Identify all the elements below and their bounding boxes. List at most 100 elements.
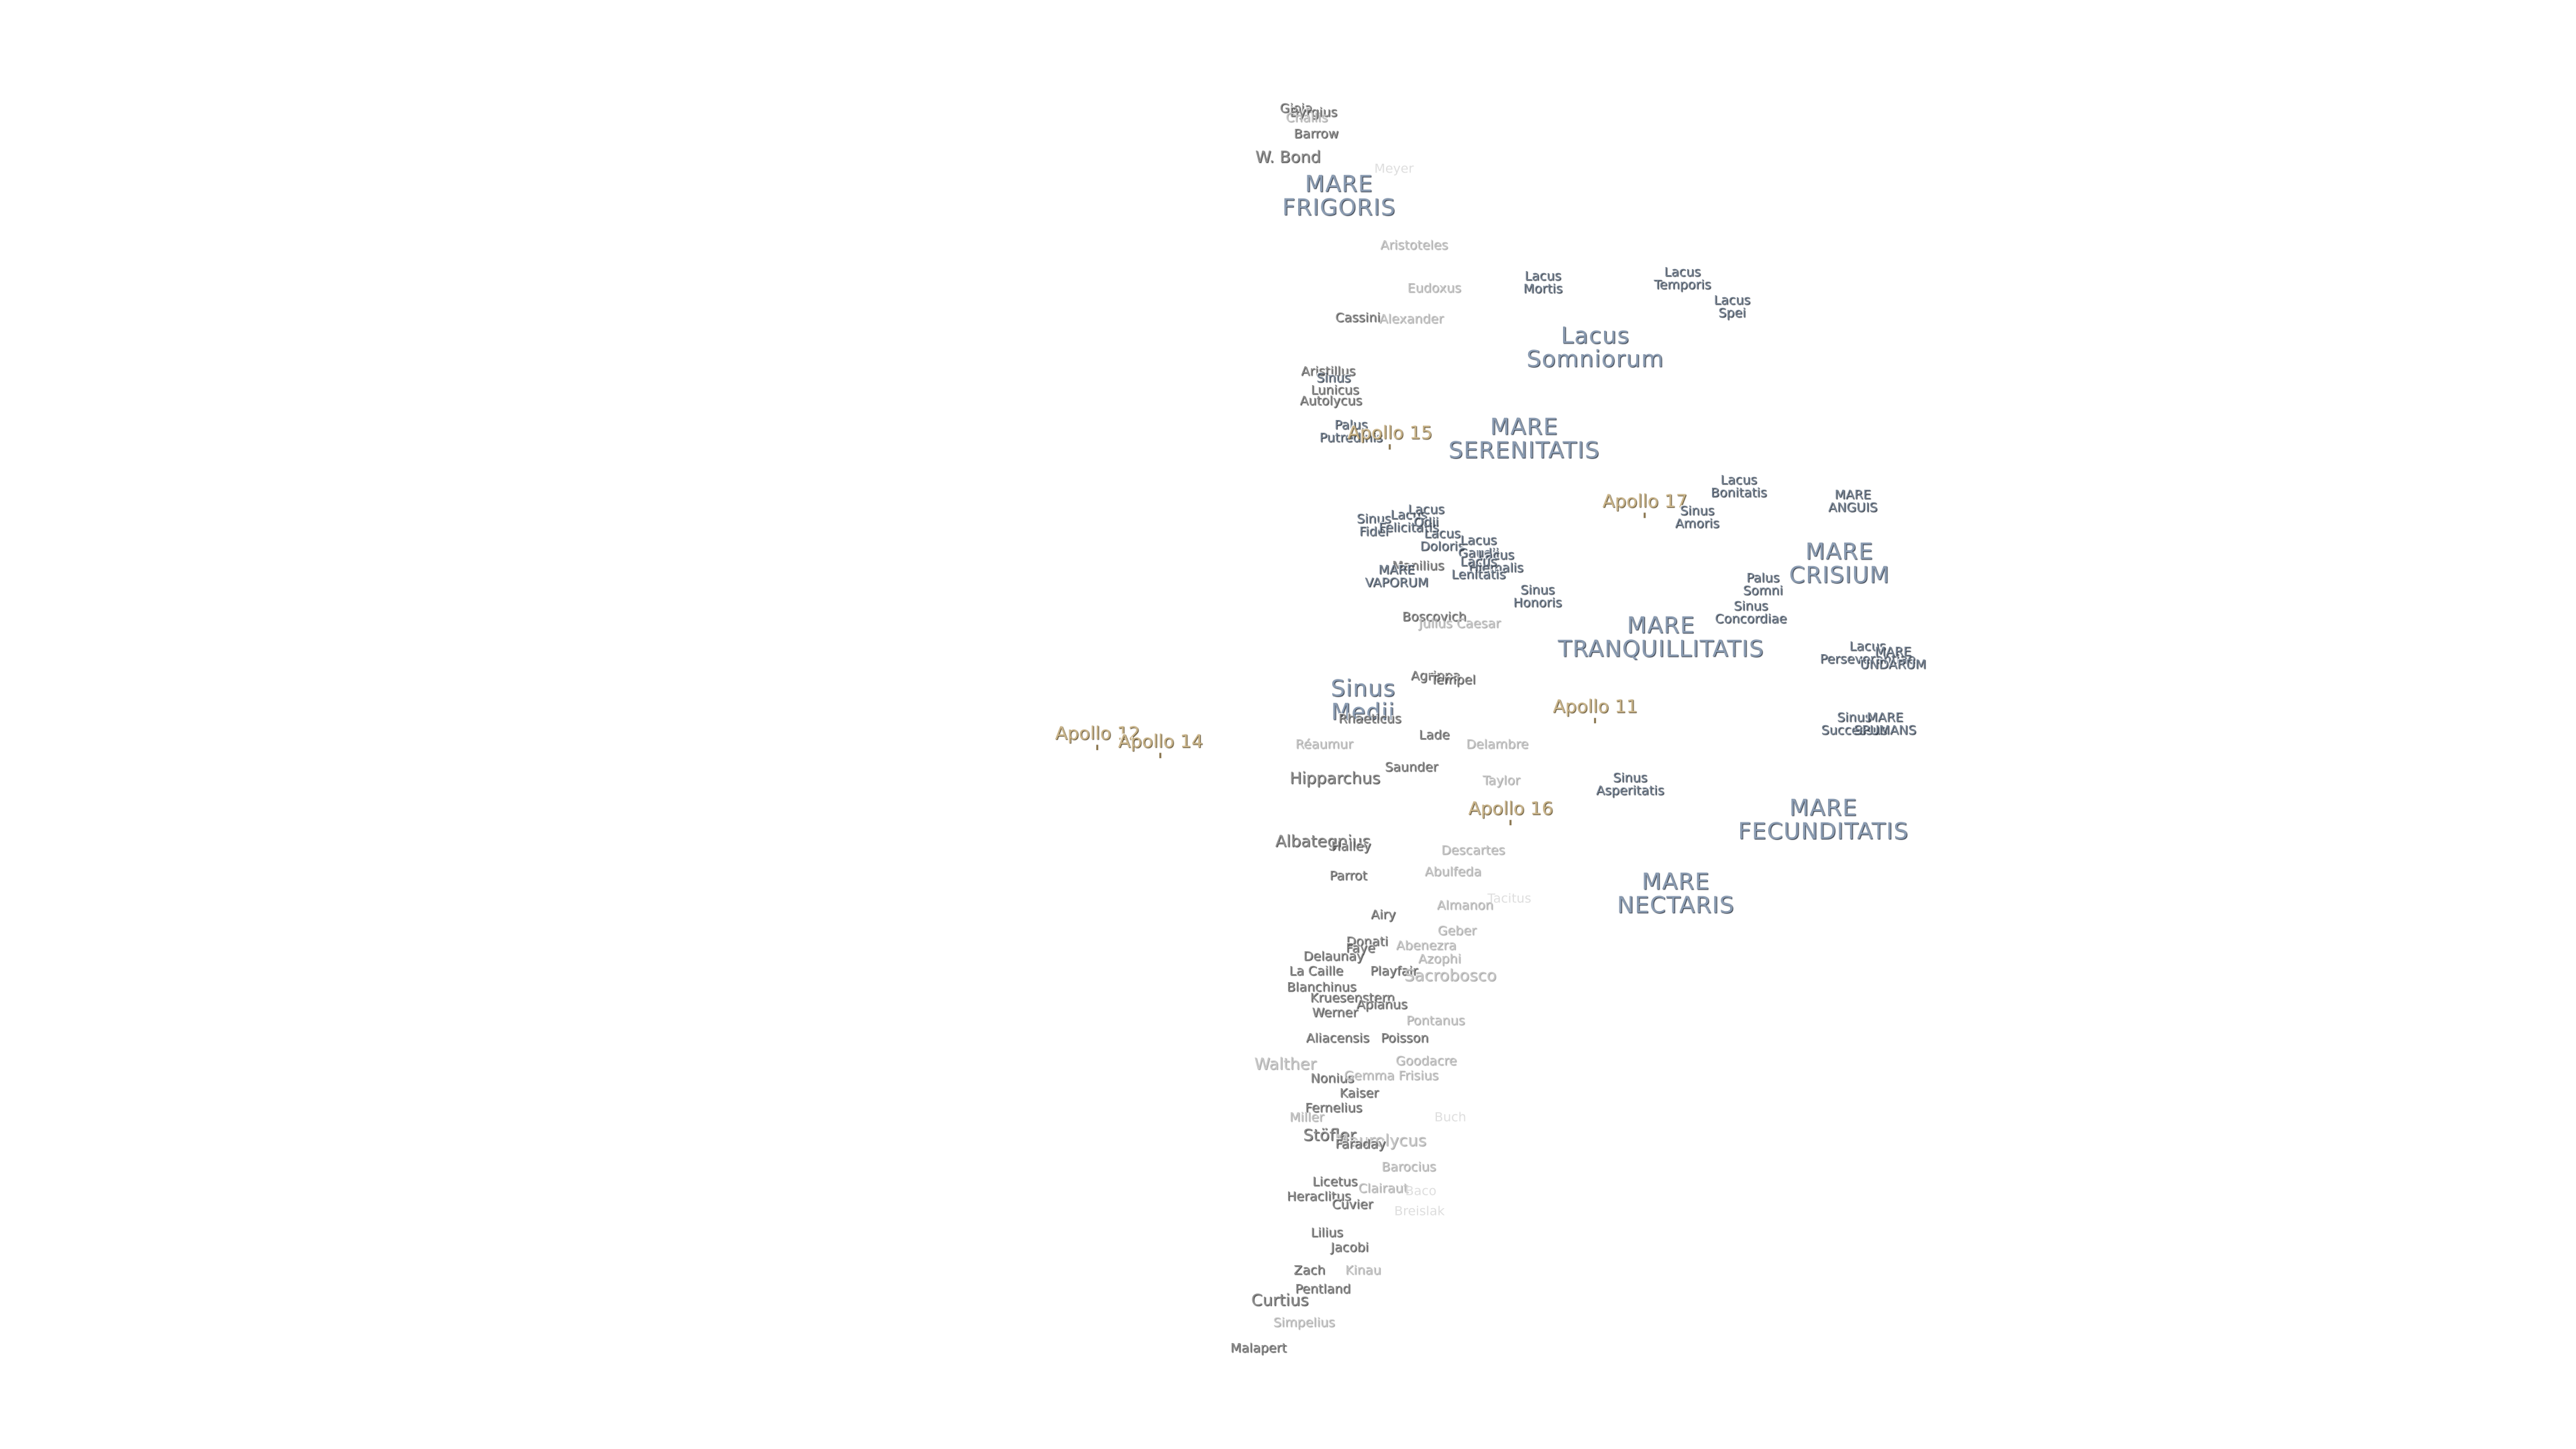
lacus-label-lacus-perseverantiae[interactable]: Lacus Perseverantiae	[1819, 639, 1916, 667]
crater-label-simpelius[interactable]: Simpelius	[1273, 1315, 1336, 1330]
crater-label-geber[interactable]: Geber	[1438, 923, 1477, 938]
crater-label-goodacre[interactable]: Goodacre	[1395, 1053, 1457, 1069]
crater-label-lade[interactable]: Lade	[1419, 727, 1450, 743]
crater-label-jacobi[interactable]: Jacobi	[1330, 1240, 1369, 1255]
lacus-label-sinus-concordiae[interactable]: Sinus Concordiae	[1715, 598, 1787, 627]
crater-label-licetus[interactable]: Licetus	[1312, 1174, 1358, 1189]
crater-label-meyer[interactable]: Meyer	[1374, 161, 1414, 176]
apollo-label-apollo-16[interactable]: Apollo 16	[1468, 798, 1554, 820]
crater-label-hipparchus[interactable]: Hipparchus	[1289, 768, 1381, 788]
crater-label-werner[interactable]: Werner	[1311, 1005, 1358, 1020]
apollo-label-apollo-15[interactable]: Apollo 15	[1347, 423, 1433, 444]
crater-label-gemma-frisius[interactable]: Gemma Frisius	[1344, 1068, 1439, 1083]
crater-label-kruesenstern[interactable]: Kruesenstern	[1309, 990, 1395, 1006]
crater-label-cuvier[interactable]: Cuvier	[1332, 1197, 1373, 1212]
crater-label-aristoteles[interactable]: Aristoteles	[1380, 237, 1448, 253]
crater-label-playfair[interactable]: Playfair	[1370, 963, 1418, 979]
crater-label-kaiser[interactable]: Kaiser	[1339, 1085, 1379, 1101]
lacus-label-lacus-felicitatis[interactable]: Lacus Felicitatis	[1379, 507, 1439, 535]
crater-label-st-fler[interactable]: Stöfler	[1303, 1125, 1356, 1144]
crater-label-cassini[interactable]: Cassini	[1335, 310, 1381, 325]
crater-label-malapert[interactable]: Malapert	[1230, 1340, 1287, 1356]
crater-label-halley[interactable]: Halley	[1331, 839, 1371, 854]
crater-label-kinau[interactable]: Kinau	[1345, 1263, 1381, 1278]
crater-label-parrot[interactable]: Parrot	[1329, 868, 1368, 883]
crater-label-donati[interactable]: Donati	[1346, 934, 1389, 949]
crater-label-aristillus[interactable]: Aristillus	[1301, 364, 1356, 379]
crater-label-azophi[interactable]: Azophi	[1418, 951, 1461, 967]
lacus-label-sinus-asperitatis[interactable]: Sinus Asperitatis	[1596, 770, 1664, 798]
crater-label-clairaut[interactable]: Clairaut	[1358, 1181, 1409, 1196]
lacus-label-mare-vaporum[interactable]: MARE VAPORUM	[1364, 562, 1429, 590]
crater-label-buch[interactable]: Buch	[1434, 1110, 1466, 1125]
crater-label-barrow[interactable]: Barrow	[1293, 126, 1339, 142]
crater-label-barocius[interactable]: Barocius	[1381, 1159, 1436, 1175]
crater-label-challis[interactable]: Challis	[1285, 110, 1328, 125]
crater-label-nonius[interactable]: Nonius	[1310, 1071, 1354, 1086]
lacus-label-lacus-lenitatis[interactable]: Lacus Lenitatis	[1451, 554, 1506, 582]
crater-label-pontanus[interactable]: Pontanus	[1406, 1013, 1465, 1028]
mare-label-mare-frigoris[interactable]: MARE FRIGORIS	[1282, 170, 1396, 221]
crater-label-la-caille[interactable]: La Caille	[1289, 963, 1344, 979]
crater-label-delaunay[interactable]: Delaunay	[1303, 949, 1364, 964]
crater-label-poisson[interactable]: Poisson	[1381, 1030, 1429, 1046]
crater-label-descartes[interactable]: Descartes	[1441, 843, 1505, 858]
crater-label-curtius[interactable]: Curtius	[1251, 1290, 1309, 1309]
lacus-label-palus-somni[interactable]: Palus Somni	[1743, 570, 1783, 598]
crater-label-heraclitus[interactable]: Heraclitus	[1287, 1189, 1351, 1204]
mare-label-mare-nectaris[interactable]: MARE NECTARIS	[1617, 868, 1735, 918]
crater-label-abulfeda[interactable]: Abulfeda	[1424, 864, 1482, 879]
mare-label-mare-tranquillitatis[interactable]: MARE TRANQUILLITATIS	[1558, 612, 1764, 662]
mare-label-mare-fecunditatis[interactable]: MARE FECUNDITATIS	[1737, 794, 1909, 845]
crater-label-tacitus[interactable]: Tacitus	[1487, 891, 1532, 906]
crater-label-zach[interactable]: Zach	[1293, 1263, 1326, 1278]
mare-label-mare-crisium[interactable]: MARE CRISIUM	[1788, 538, 1890, 588]
apollo-label-apollo-14[interactable]: Apollo 14	[1118, 731, 1203, 753]
crater-label-aliacensis[interactable]: Aliacensis	[1305, 1030, 1370, 1046]
crater-label-autolycus[interactable]: Autolycus	[1299, 393, 1362, 409]
mare-label-sinus-medii[interactable]: Sinus Medii	[1330, 675, 1396, 725]
lacus-label-mare-anguis[interactable]: MARE ANGUIS	[1828, 487, 1878, 515]
crater-label-albategnius[interactable]: Albategnius	[1275, 831, 1371, 851]
lacus-label-lacus-bonitatis[interactable]: Lacus Bonitatis	[1711, 472, 1767, 500]
lacus-label-sinus-fidei[interactable]: Sinus Fidei	[1356, 511, 1391, 539]
crater-label-gioja[interactable]: Gioja	[1279, 101, 1313, 116]
crater-label-apianus[interactable]: Apianus	[1356, 997, 1407, 1012]
crater-label-faraday[interactable]: Faraday	[1335, 1136, 1386, 1152]
crater-label-pentland[interactable]: Pentland	[1295, 1281, 1351, 1297]
apollo-label-apollo-11[interactable]: Apollo 11	[1552, 696, 1638, 718]
lacus-label-lacus-gaudii[interactable]: Lacus Gaudii	[1458, 533, 1499, 561]
lacus-label-mare-spumans[interactable]: MARE SPUMANS	[1854, 710, 1917, 738]
crater-label-maurolycus[interactable]: Maurolycus	[1334, 1130, 1427, 1150]
crater-label-manilius[interactable]: Manilius	[1392, 558, 1444, 574]
apollo-label-apollo-17[interactable]: Apollo 17	[1602, 491, 1688, 513]
crater-label-eudoxus[interactable]: Eudoxus	[1407, 280, 1462, 296]
crater-label-almanon[interactable]: Almanon	[1436, 898, 1494, 913]
lacus-label-lacus-spei[interactable]: Lacus Spei	[1713, 292, 1751, 321]
crater-label-julius-caesar[interactable]: Julius Caesar	[1418, 616, 1501, 631]
crater-label-abenezra[interactable]: Abenezra	[1396, 938, 1456, 953]
crater-label-baco[interactable]: Baco	[1405, 1183, 1437, 1199]
crater-label-delambre[interactable]: Delambre	[1466, 737, 1529, 752]
crater-label-saunder[interactable]: Saunder	[1385, 759, 1438, 775]
lacus-label-lacus-hiemalis[interactable]: Lacus Hiemalis	[1468, 547, 1523, 576]
crater-label-breislak[interactable]: Breislak	[1394, 1203, 1445, 1219]
lacus-label-sinus-amoris[interactable]: Sinus Amoris	[1674, 503, 1720, 531]
mare-label-mare-serenitatis[interactable]: MARE SERENITATIS	[1448, 413, 1600, 464]
crater-label-fernelius[interactable]: Fernelius	[1305, 1100, 1362, 1116]
crater-label-agrippa[interactable]: Agrippa	[1411, 668, 1460, 684]
crater-label-blanchinus[interactable]: Blanchinus	[1287, 979, 1356, 995]
mare-label-lacus-somniorum[interactable]: Lacus Somniorum	[1526, 322, 1664, 372]
crater-label-faye[interactable]: Faye	[1346, 941, 1375, 956]
lacus-label-sinus-honoris[interactable]: Sinus Honoris	[1513, 582, 1562, 610]
crater-label-tempel[interactable]: Tempel	[1430, 672, 1476, 688]
crater-label-w-bond[interactable]: W. Bond	[1255, 147, 1321, 166]
crater-label-alexander[interactable]: Alexander	[1379, 311, 1444, 327]
crater-label-taylor[interactable]: Taylor	[1482, 773, 1521, 788]
crater-label-r-aumur[interactable]: Réaumur	[1295, 737, 1354, 752]
lacus-label-lacus-temporis[interactable]: Lacus Temporis	[1654, 264, 1711, 292]
crater-label-byrgius[interactable]: Byrgius	[1289, 105, 1338, 120]
lacus-label-lacus-odii[interactable]: Lacus Odii	[1407, 502, 1445, 530]
lacus-label-lacus-mortis[interactable]: Lacus Mortis	[1523, 268, 1563, 297]
lacus-label-mare-undarum[interactable]: MARE UNDARUM	[1860, 644, 1927, 672]
